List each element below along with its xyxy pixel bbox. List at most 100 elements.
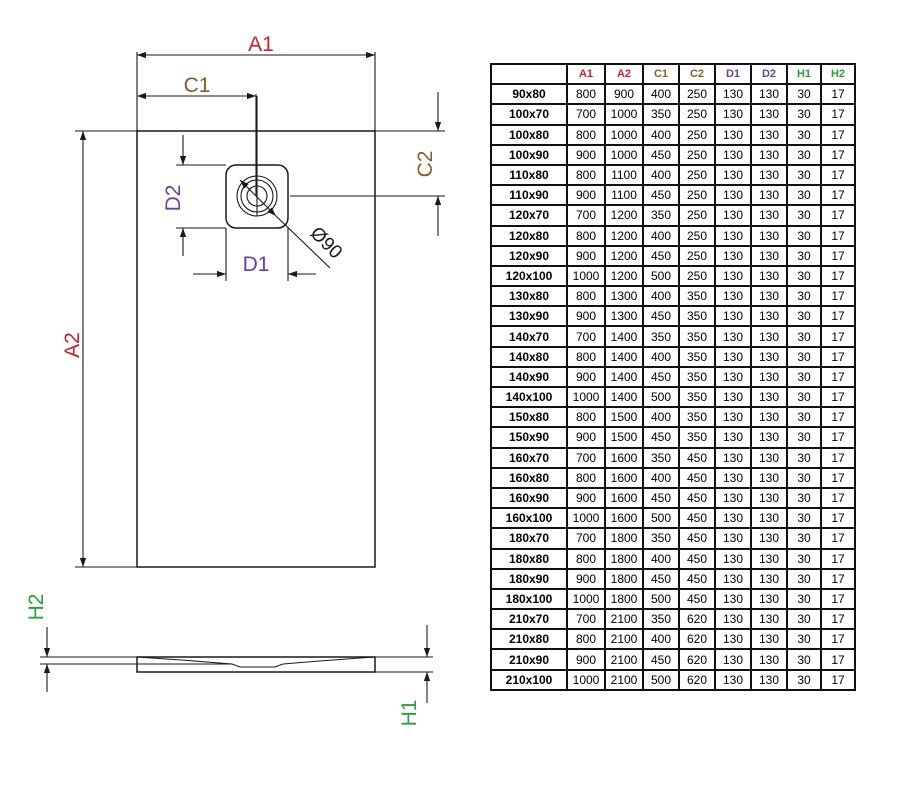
value-cell: 700 [566, 527, 606, 550]
value-cell: 700 [566, 446, 606, 469]
value-cell: 130 [750, 103, 788, 126]
value-cell: 130 [714, 184, 752, 207]
value-cell: 30 [786, 507, 822, 530]
value-cell: 350 [678, 426, 716, 449]
value-cell: 900 [566, 648, 606, 671]
value-cell: 400 [642, 163, 680, 187]
value-cell: 130 [714, 507, 752, 530]
header-d1: D1 [714, 62, 752, 86]
value-cell: 130 [750, 224, 788, 247]
value-cell: 1200 [604, 224, 644, 247]
value-cell: 250 [678, 184, 716, 207]
value-cell: 130 [750, 406, 788, 429]
value-cell: 400 [642, 628, 680, 651]
value-cell: 350 [642, 527, 680, 550]
value-cell: 30 [786, 224, 822, 247]
value-cell: 130 [714, 224, 752, 247]
a1-label: A1 [248, 33, 274, 56]
value-cell: 130 [714, 204, 752, 227]
value-cell: 2100 [604, 608, 644, 631]
value-cell: 130 [714, 446, 752, 469]
value-cell: 900 [604, 83, 644, 106]
value-cell: 1600 [604, 446, 644, 469]
header-a2: A2 [604, 62, 644, 86]
value-cell: 17 [820, 486, 856, 510]
value-cell: 1000 [566, 385, 606, 409]
value-cell: 800 [566, 123, 606, 146]
value-cell: 30 [786, 163, 822, 187]
d2-label: D2 [162, 185, 185, 212]
size-cell: 160x80 [490, 466, 568, 489]
size-cell: 140x80 [490, 345, 568, 368]
value-cell: 17 [820, 466, 856, 489]
value-cell: 500 [642, 587, 680, 611]
value-cell: 1000 [566, 587, 606, 611]
value-cell: 620 [678, 628, 716, 651]
value-cell: 350 [678, 365, 716, 389]
value-cell: 1600 [604, 507, 644, 530]
value-cell: 250 [678, 224, 716, 247]
value-cell: 1000 [604, 123, 644, 146]
value-cell: 900 [566, 305, 606, 328]
value-cell: 30 [786, 385, 822, 409]
value-cell: 30 [786, 426, 822, 449]
value-cell: 350 [678, 285, 716, 308]
value-cell: 250 [678, 204, 716, 227]
value-cell: 400 [642, 345, 680, 368]
value-cell: 250 [678, 244, 716, 267]
value-cell: 1400 [604, 325, 644, 348]
value-cell: 130 [750, 184, 788, 207]
value-cell: 130 [714, 466, 752, 489]
value-cell: 17 [820, 123, 856, 146]
h1-label: H1 [398, 700, 421, 727]
size-cell: 210x100 [490, 668, 568, 691]
value-cell: 450 [642, 365, 680, 389]
value-cell: 130 [750, 305, 788, 328]
value-cell: 500 [642, 264, 680, 288]
size-cell: 120x100 [490, 264, 568, 288]
value-cell: 450 [642, 567, 680, 590]
value-cell: 130 [714, 325, 752, 348]
value-cell: 450 [642, 426, 680, 449]
size-cell: 140x100 [490, 385, 568, 409]
value-cell: 130 [714, 143, 752, 166]
value-cell: 900 [566, 143, 606, 166]
value-cell: 450 [678, 567, 716, 590]
value-cell: 17 [820, 507, 856, 530]
size-cell: 180x100 [490, 587, 568, 611]
value-cell: 17 [820, 527, 856, 550]
value-cell: 350 [642, 608, 680, 631]
value-cell: 350 [678, 406, 716, 429]
value-cell: 30 [786, 305, 822, 328]
value-cell: 130 [714, 264, 752, 288]
value-cell: 350 [678, 385, 716, 409]
value-cell: 130 [714, 486, 752, 510]
value-cell: 130 [750, 325, 788, 348]
value-cell: 130 [714, 587, 752, 611]
value-cell: 17 [820, 628, 856, 651]
value-cell: 450 [642, 244, 680, 267]
value-cell: 17 [820, 224, 856, 247]
size-cell: 180x80 [490, 547, 568, 570]
value-cell: 30 [786, 466, 822, 489]
value-cell: 1800 [604, 587, 644, 611]
size-cell: 110x80 [490, 163, 568, 187]
value-cell: 1100 [604, 163, 644, 187]
value-cell: 130 [714, 83, 752, 106]
value-cell: 130 [714, 426, 752, 449]
value-cell: 700 [566, 204, 606, 227]
c1-label: C1 [184, 74, 211, 97]
value-cell: 1800 [604, 547, 644, 570]
value-cell: 130 [750, 567, 788, 590]
value-cell: 130 [714, 365, 752, 389]
value-cell: 450 [642, 648, 680, 671]
header-h2: H2 [820, 62, 856, 86]
